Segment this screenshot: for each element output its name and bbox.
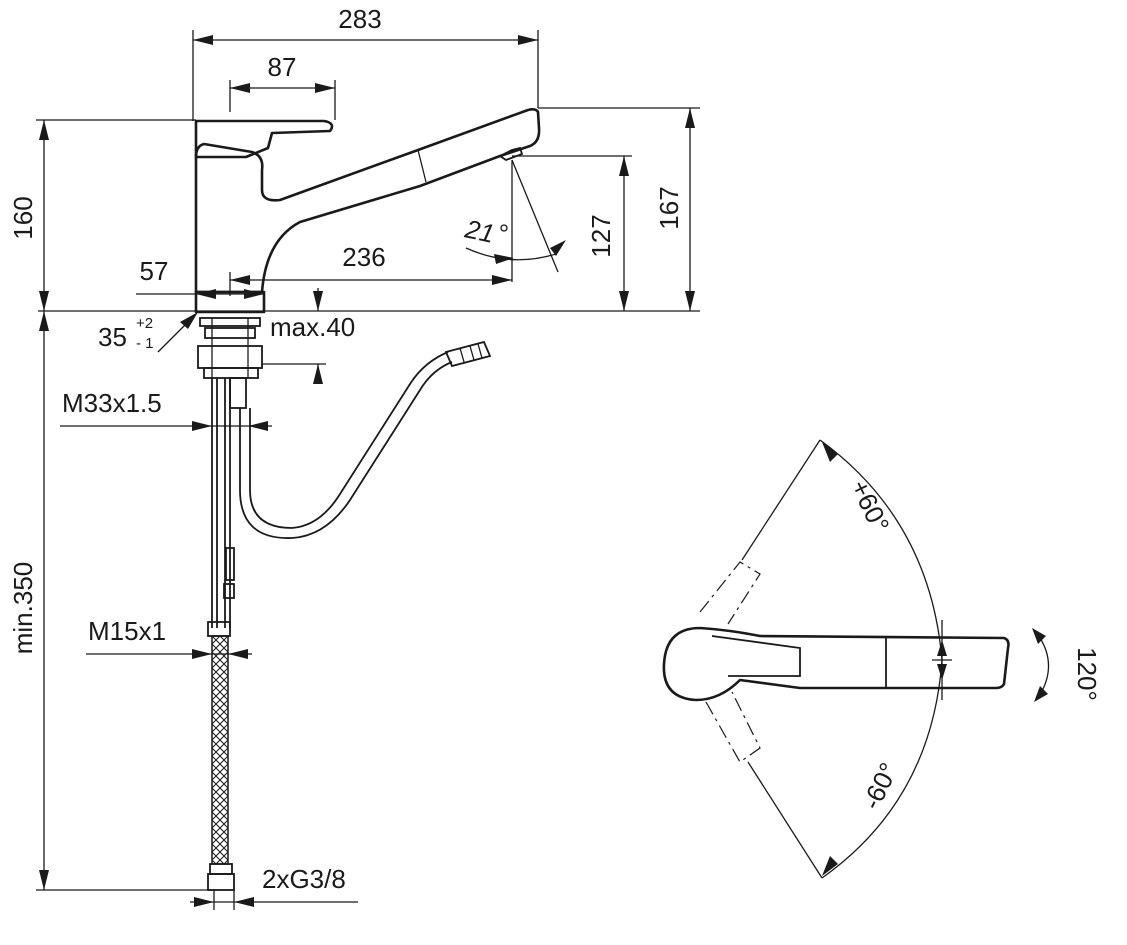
dim-label-minus60: -60° bbox=[856, 758, 904, 814]
dim-hose-length: min.350 bbox=[8, 311, 214, 891]
dim-label-57: 57 bbox=[140, 256, 169, 286]
dim-label-87: 87 bbox=[268, 52, 297, 82]
dim-deck-thickness: max.40 bbox=[262, 288, 355, 384]
dim-hole-diameter: 35 +2 - 1 bbox=[98, 312, 198, 353]
dim-spout-angle: 21 bbox=[462, 159, 566, 282]
outlet-nozzle bbox=[498, 146, 524, 162]
dim-label-120: 120° bbox=[1072, 647, 1102, 701]
top-view-outline bbox=[662, 626, 1010, 702]
faucet-top-view: +60° -60° bbox=[662, 439, 1010, 879]
dim-body-height: 160 bbox=[8, 119, 196, 311]
hose-end-fitting bbox=[209, 863, 233, 875]
dim-lever-offset: 87 bbox=[229, 52, 336, 120]
spout-split-line bbox=[417, 149, 427, 183]
dim-tol-minus: - 1 bbox=[136, 335, 154, 352]
dim-label-g38: 2xG3/8 bbox=[262, 864, 346, 894]
supply-hoses bbox=[207, 378, 235, 891]
dim-shank-thread: M33x1.5 bbox=[60, 388, 272, 431]
dim-label-35: 35 bbox=[98, 322, 127, 352]
dim-label-21: 21 bbox=[462, 213, 498, 249]
braided-hose bbox=[211, 635, 229, 865]
dim-label-167: 167 bbox=[654, 186, 684, 229]
dim-handle-rotation: 120° bbox=[1032, 628, 1102, 702]
hose-connector bbox=[444, 340, 492, 368]
dim-label-m15: M15x1 bbox=[88, 616, 166, 646]
dim-label-max40: max.40 bbox=[270, 312, 355, 342]
threaded-shank bbox=[229, 377, 247, 409]
dim-overall-width: 283 bbox=[192, 4, 539, 121]
dim-tol-plus: +2 bbox=[136, 315, 153, 332]
dim-label-plus60: +60° bbox=[845, 475, 896, 537]
pullout-hose bbox=[239, 340, 492, 539]
dim-hose-thread: M15x1 bbox=[86, 616, 252, 659]
faucet-side-view bbox=[38, 108, 700, 314]
dim-label-min350: min.350 bbox=[8, 562, 38, 655]
washer-top bbox=[199, 317, 261, 327]
mounting-set bbox=[197, 317, 263, 409]
lever-top-outline bbox=[711, 635, 801, 677]
ghost-spout-up bbox=[699, 561, 761, 625]
ghost-spout-down bbox=[705, 691, 761, 763]
dim-label-283: 283 bbox=[338, 4, 381, 34]
lever-outline bbox=[194, 119, 334, 159]
dim-label-m33: M33x1.5 bbox=[62, 388, 162, 418]
dim-label-236: 236 bbox=[342, 242, 385, 272]
dim-spout-reach: 236 bbox=[229, 242, 512, 296]
dim-spout-height: 167 bbox=[538, 107, 700, 311]
dim-base-diameter: 57 bbox=[136, 256, 264, 299]
dim-label-160: 160 bbox=[8, 196, 38, 239]
dim-outlet-height: 127 bbox=[512, 155, 632, 311]
mounting-nut bbox=[197, 345, 263, 369]
hose-end-nut bbox=[207, 873, 235, 891]
washer-middle bbox=[204, 327, 256, 339]
body-outline bbox=[194, 108, 541, 294]
dim-connections: 2xG3/8 bbox=[190, 864, 358, 910]
dim-label-127: 127 bbox=[586, 214, 616, 257]
base-outline bbox=[194, 290, 266, 314]
